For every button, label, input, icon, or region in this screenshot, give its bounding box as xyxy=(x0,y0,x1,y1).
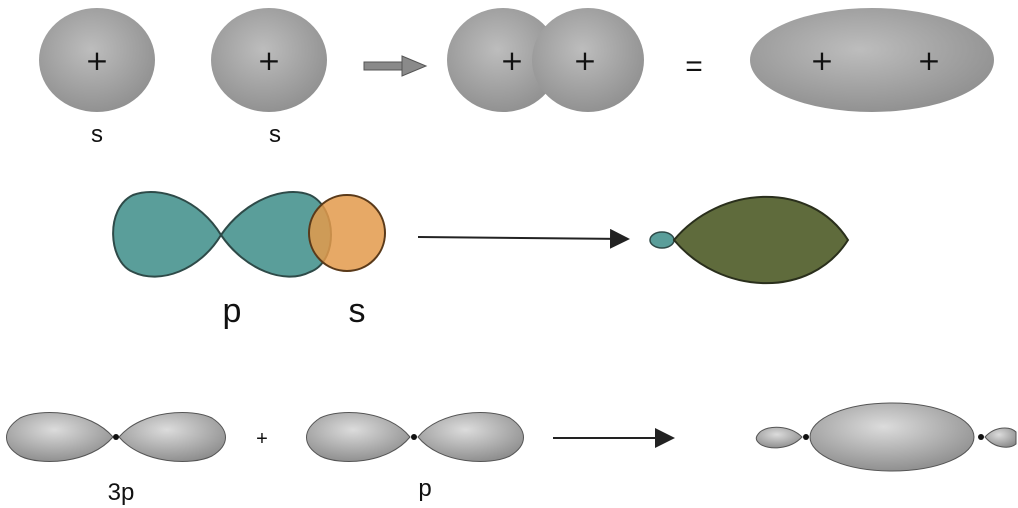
s-label-1: s xyxy=(91,121,103,148)
product-small-right-lobe xyxy=(984,427,1017,448)
sigma-product-lobe xyxy=(672,195,850,285)
plus-sign-4: + xyxy=(573,44,596,77)
nucleus-dot-2 xyxy=(411,434,417,440)
s-orbital-1 xyxy=(39,8,155,112)
p-orbital-left-lobe xyxy=(112,190,223,278)
p-label: p xyxy=(223,292,242,330)
p1-right-lobe xyxy=(118,411,226,463)
sigma-bonding-orbital xyxy=(750,8,994,112)
plus-sign-2: + xyxy=(257,44,280,77)
small-back-lobe xyxy=(649,231,675,249)
s-orbital-orange xyxy=(308,194,386,272)
nucleus-dot-1 xyxy=(113,434,119,440)
p2-left-lobe xyxy=(306,411,411,463)
plus-sign-6: + xyxy=(917,44,940,77)
label-p: p xyxy=(418,475,431,502)
product-central-lobe xyxy=(809,402,975,472)
product-small-left-lobe xyxy=(755,426,803,449)
row1-s-s-overlap: + s + s + + = + + xyxy=(39,8,994,148)
overlap-orbital-left xyxy=(447,8,559,112)
p1-left-lobe xyxy=(6,411,114,463)
s-orbital-2 xyxy=(211,8,327,112)
row2-arrow xyxy=(417,228,630,249)
equals-sign: = xyxy=(685,50,703,83)
row2-p-s-overlap: p s xyxy=(112,190,850,330)
nucleus-dot-4 xyxy=(978,434,984,440)
overlap-orbital-right xyxy=(532,8,644,112)
label-3p: 3p xyxy=(108,479,135,506)
plus-sign-3: + xyxy=(500,44,523,77)
p2-right-lobe xyxy=(417,411,524,463)
nucleus-dot-3 xyxy=(803,434,809,440)
row3-p-p-overlap: 3p + p xyxy=(6,402,1017,506)
row1-arrow xyxy=(363,55,428,77)
plus-sign-5: + xyxy=(810,44,833,77)
s-label-2: s xyxy=(269,121,281,148)
s-label: s xyxy=(349,292,366,330)
row3-plus: + xyxy=(256,428,268,450)
plus-sign-1: + xyxy=(85,44,108,77)
